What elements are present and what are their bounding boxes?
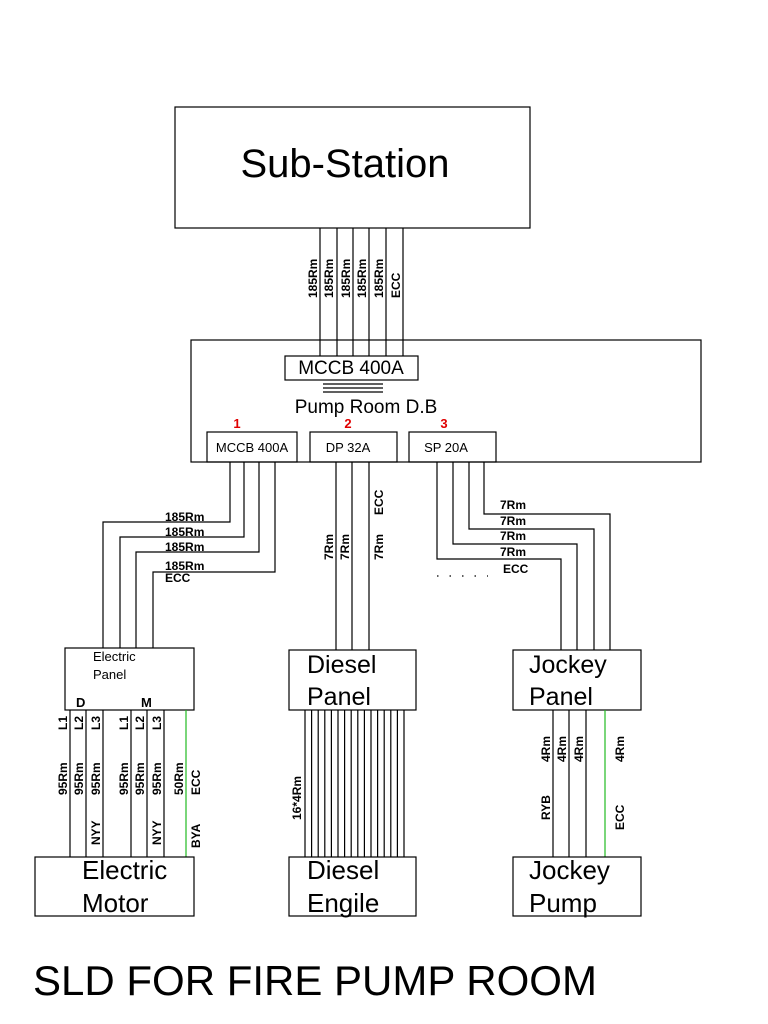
outgoing-sp-label: SP 20A: [424, 440, 468, 455]
diesel-panel-label: Diesel: [307, 651, 376, 679]
motor-cable-lines: [69, 710, 187, 857]
incomer-cable-label: ECC: [389, 272, 403, 298]
feeder1-cable-label: 185Rm: [165, 540, 204, 554]
feeder1-cable-label: ECC: [165, 571, 191, 585]
outgoing-dp-box: [309, 431, 398, 463]
feeder2-cable-label: 7Rm: [372, 534, 386, 560]
feeder3-cable-label: 7Rm: [500, 529, 526, 543]
diesel-engine-label: Diesel: [307, 855, 379, 885]
substation-label: Sub-Station: [240, 142, 449, 186]
motor-cable-label: 50Rm: [172, 762, 186, 795]
motor-cable-label: 95Rm: [89, 762, 103, 795]
jockey-pump-label: Jockey: [529, 855, 610, 885]
jockey-cable-labels: 4Rm 4Rm 4Rm 4Rm RYB ECC: [539, 736, 627, 830]
busbar-lines: [323, 383, 383, 393]
electric-motor-label: Electric: [82, 855, 167, 885]
jockey-pump-label: Pump: [529, 888, 597, 918]
diesel-panel-box: [288, 649, 417, 711]
feeder1-cable-label: 185Rm: [165, 525, 204, 539]
outgoing-number: 3: [440, 416, 447, 431]
outgoing-mccb-box: [206, 431, 298, 463]
phase-label: L1: [117, 716, 131, 730]
diesel-cable-lines: [304, 710, 405, 857]
diagram-title: SLD FOR FIRE PUMP ROOM: [33, 957, 597, 1004]
jockey-cable-label: 4Rm: [539, 736, 553, 762]
incomer-cable-label: 185Rm: [339, 259, 353, 298]
phase-label: L1: [56, 716, 70, 730]
incomer-mccb-box: [284, 355, 419, 381]
jockey-panel-label: Jockey: [529, 651, 607, 679]
electric-panel-m-label: M: [141, 695, 152, 710]
incomer-cable-labels: 185Rm 185Rm 185Rm 185Rm 185Rm ECC: [306, 259, 403, 298]
motor-cable-label: 95Rm: [150, 762, 164, 795]
jockey-pump-cable-lines: [552, 710, 606, 857]
outgoing-number: 2: [344, 416, 351, 431]
bya-label: BYA: [189, 823, 203, 848]
motor-cable-label: 95Rm: [56, 762, 70, 795]
electric-panel-box: [64, 647, 195, 711]
feeder2-cable-label: ECC: [372, 489, 386, 515]
incomer-mccb-label: MCCB 400A: [298, 358, 404, 379]
nyy-label: NYY: [150, 820, 164, 845]
incomer-cable-label: 185Rm: [372, 259, 386, 298]
electric-panel-d-label: D: [76, 695, 85, 710]
incomer-cable-lines: [319, 228, 404, 356]
feeder3-cable-label: 7Rm: [500, 514, 526, 528]
motor-phase-labels: L1 L2 L3 L1 L2 L3: [56, 716, 164, 730]
diesel-engine-box: [288, 856, 417, 917]
motor-cable-label: 95Rm: [72, 762, 86, 795]
feeder2-cable-lines: [335, 462, 370, 650]
motor-cable-label: 95Rm: [133, 762, 147, 795]
jockey-panel-label: Panel: [529, 683, 593, 711]
feeder3-cable-label: 7Rm: [500, 498, 526, 512]
incomer-cable-label: 185Rm: [322, 259, 336, 298]
feeder3-cable-label: 7Rm: [500, 545, 526, 559]
motor-cable-labels: 95Rm 95Rm 95Rm 95Rm 95Rm 95Rm 50Rm ECC N…: [56, 762, 203, 848]
feeder1-cable-lines: [102, 462, 276, 648]
db-title: Pump Room D.B: [295, 397, 438, 418]
nyy-label: NYY: [89, 820, 103, 845]
diesel-panel-label: Panel: [307, 683, 371, 711]
jockey-cable-label: 4Rm: [572, 736, 586, 762]
incomer-cable-label: 185Rm: [355, 259, 369, 298]
feeder3-cable-label: ECC: [503, 562, 529, 576]
feeder2-cable-labels: 7Rm 7Rm 7Rm ECC: [322, 489, 386, 560]
jockey-panel-box: [512, 649, 642, 711]
incomer-cable-label: 185Rm: [306, 259, 320, 298]
outgoing-dp-label: DP 32A: [326, 440, 371, 455]
phase-label: L2: [72, 716, 86, 730]
ryb-label: RYB: [539, 795, 553, 820]
feeder3-cable-labels: 7Rm 7Rm 7Rm 7Rm ECC: [500, 498, 529, 576]
jockey-ecc-label: ECC: [613, 804, 627, 830]
jockey-pump-box: [512, 856, 642, 917]
diesel-engine-label: Engile: [307, 888, 379, 918]
feeder3-cable-lines: [436, 462, 611, 650]
feeder1-cable-labels: 185Rm 185Rm 185Rm 185Rm ECC: [165, 510, 204, 585]
electric-motor-box: [34, 856, 195, 917]
phase-label: L3: [150, 716, 164, 730]
feeder2-cable-label: 7Rm: [322, 534, 336, 560]
diesel-cable-label: 16*4Rm: [290, 776, 304, 820]
jockey-cable-label: 4Rm: [555, 736, 569, 762]
motor-cable-label: 95Rm: [117, 762, 131, 795]
jockey-cable-label: 4Rm: [613, 736, 627, 762]
electric-panel-label: Electric: [93, 649, 136, 664]
electric-panel-label: Panel: [93, 667, 126, 682]
feeder1-cable-label: 185Rm: [165, 510, 204, 524]
outgoing-number: 1: [233, 416, 240, 431]
phase-label: L3: [89, 716, 103, 730]
feeder2-cable-label: 7Rm: [338, 534, 352, 560]
feeder1-cable-label: 185Rm: [165, 559, 204, 573]
outgoing-mccb-label: MCCB 400A: [216, 440, 289, 455]
phase-label: L2: [133, 716, 147, 730]
electric-motor-label: Motor: [82, 888, 149, 918]
motor-cable-label: ECC: [189, 769, 203, 795]
